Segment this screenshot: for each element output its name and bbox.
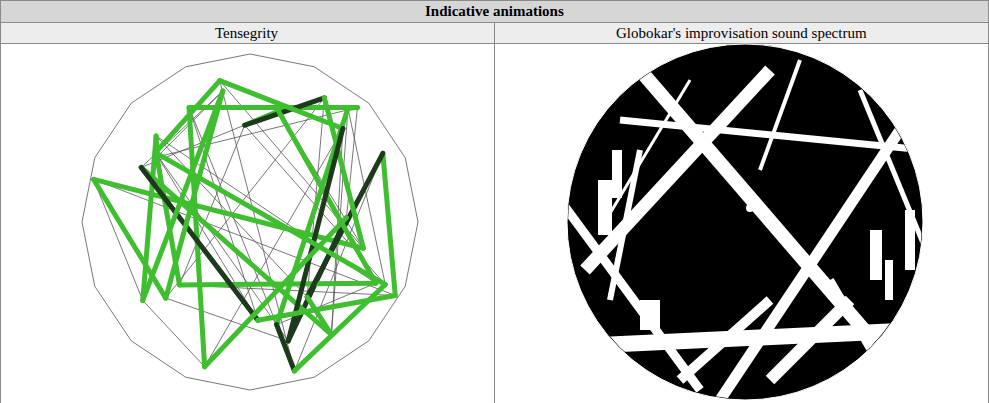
strut-bar	[220, 81, 343, 129]
table-header: Indicative animations	[425, 1, 564, 21]
strut-bar	[205, 218, 347, 367]
strut-bar	[143, 91, 223, 300]
cable-line	[186, 54, 250, 67]
strut-bar	[166, 91, 223, 298]
cable-line	[250, 54, 314, 67]
cable-line	[405, 222, 418, 286]
cable-line	[155, 153, 288, 341]
cable-line	[82, 222, 95, 286]
cable-line	[94, 179, 143, 300]
cable-line	[131, 67, 186, 103]
column-header: Globokar's improvisation sound spectrum	[616, 23, 867, 43]
cable-line	[155, 153, 257, 321]
cable-line	[369, 103, 405, 158]
cable-line	[143, 300, 205, 366]
strut-bar	[348, 105, 357, 111]
strut-bar	[258, 295, 395, 320]
header-band	[0, 0, 989, 22]
tensegrity-figure	[82, 54, 418, 390]
cable-line	[250, 377, 314, 390]
cable-line	[186, 377, 250, 390]
column-header: Tensegrity	[215, 23, 278, 43]
cable-line	[348, 108, 385, 284]
cable-line	[405, 158, 418, 222]
strut-bar	[141, 167, 258, 320]
strut-bar	[383, 153, 395, 295]
sound-spectrum-figure	[560, 44, 930, 400]
strut-bar	[141, 167, 331, 334]
strut-bar	[94, 179, 166, 298]
cable-line	[131, 341, 186, 377]
cable-line	[82, 158, 95, 222]
cable-line	[95, 103, 131, 158]
cable-line	[95, 286, 131, 341]
